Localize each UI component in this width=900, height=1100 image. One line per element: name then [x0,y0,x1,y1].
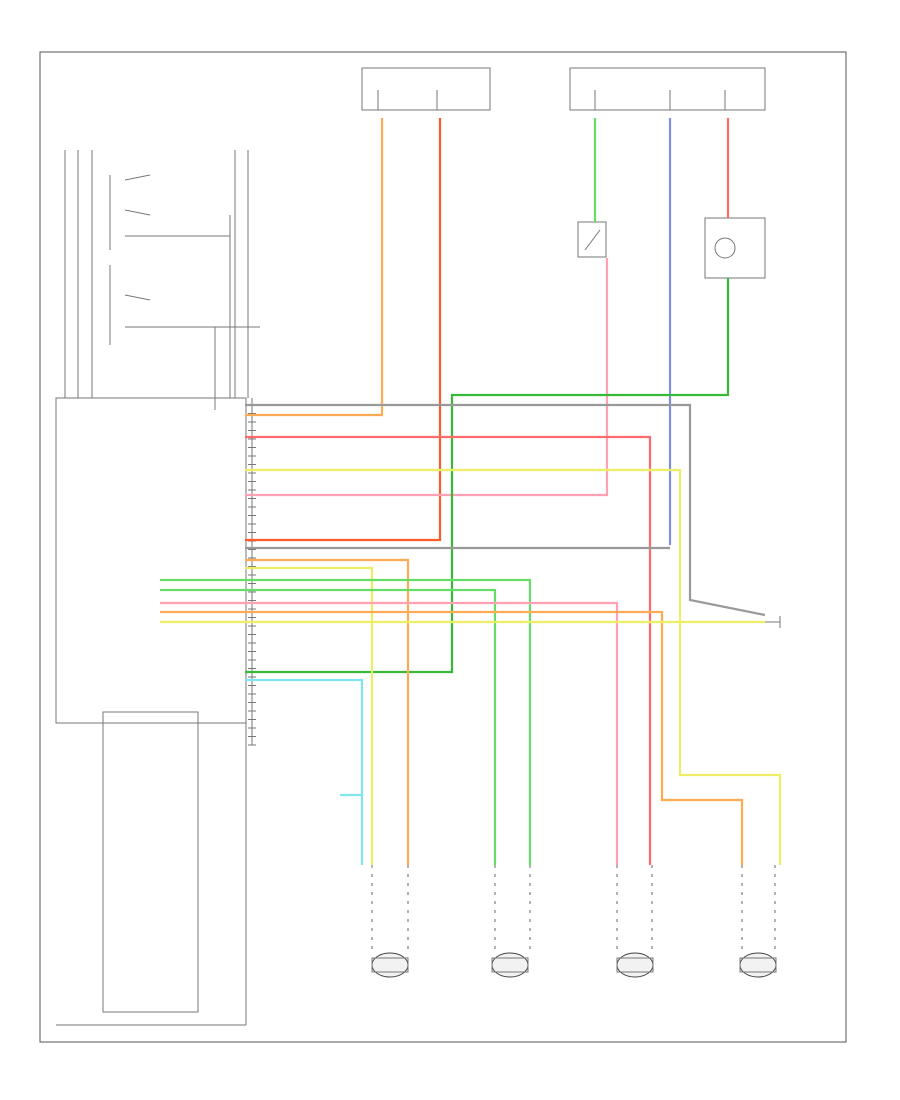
fuse-panel-right [569,67,766,111]
warning-lamp-icon [704,217,766,279]
wheel-speed-sensor-rf [739,952,777,978]
switch-contacts [109,174,260,410]
wire-harness [160,118,782,865]
wire-orange [245,118,384,417]
wire-green-lr-a [160,578,532,865]
wire-gray-loop [245,403,766,617]
wire-red-orange [245,118,442,542]
wire-orange-rf [160,610,744,865]
fuse-panel-left [361,67,491,111]
wire-pink-switch [245,258,609,497]
wire-yellow-main [245,468,782,865]
wire-green-lamp [245,278,730,674]
abs-module [55,150,249,1026]
wheel-speed-sensor-lr [491,952,529,978]
ground-icon [765,616,781,628]
wire-green-lr-b [160,588,497,865]
wheel-speed-sensor-lf [371,952,409,978]
wire-yellow-lf [245,566,374,865]
wire-orange-lf [245,558,410,865]
diagram-frame [39,51,847,1043]
wire-pink-rr [160,601,619,865]
wire-red-main [245,435,652,865]
wire-cyan [245,678,364,865]
brake-switch-icon [577,221,607,258]
wheel-speed-sensor-rr [616,952,654,978]
sensor-leads [371,865,776,955]
